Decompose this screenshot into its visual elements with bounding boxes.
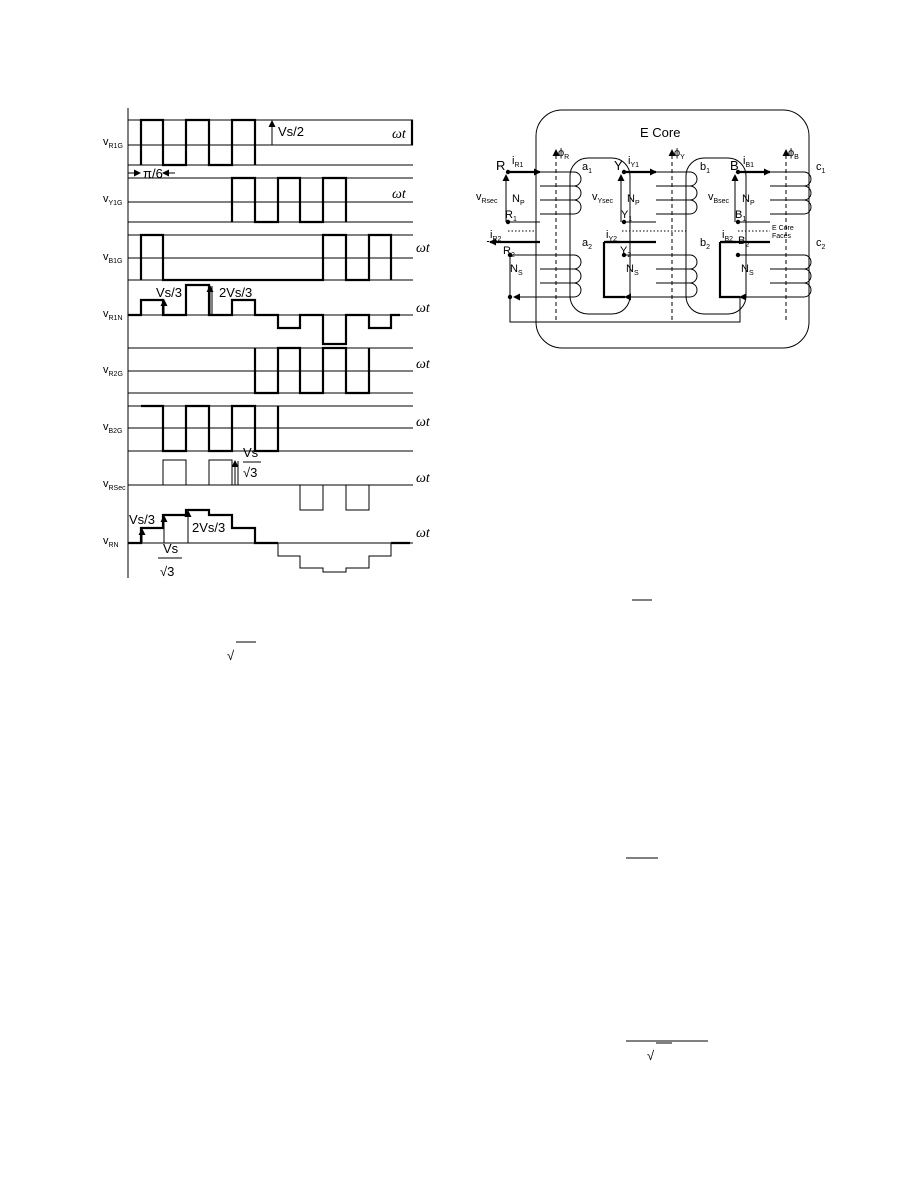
page-fragments: √ √ <box>227 599 708 1063</box>
core-faces-label-2: Faces <box>772 233 792 240</box>
waveform-row-vY1G: ωt vY1G <box>103 176 413 224</box>
terminal-R2: R2 <box>503 245 515 259</box>
annotation-sqrt3-rn: √3 <box>160 564 174 579</box>
annotation-two-vs-third-rn: 2Vs/3 <box>192 520 225 535</box>
annotation-pi-six: π/6 <box>143 166 163 181</box>
signal-label-vR1G: vR1G <box>103 136 123 150</box>
terminal-Y: Y <box>614 158 623 173</box>
terminal-Y2: Y2 <box>620 245 631 259</box>
signal-label-vB2G: vB2G <box>103 421 123 435</box>
terminal-B2: B2 <box>738 235 749 249</box>
core-window-left <box>569 157 631 315</box>
omega-t-label: ωt <box>416 526 431 541</box>
voltage-vYsec: vYsec <box>592 191 614 205</box>
signal-label-vRN: vRN <box>103 535 119 549</box>
omega-t-label: ωt <box>392 187 407 202</box>
omega-t-label: ωt <box>416 471 431 486</box>
annotation-two-vs-third: 2Vs/3 <box>219 285 252 300</box>
turns-NS-Y: NS <box>626 263 639 277</box>
voltage-vBsec: vBsec <box>708 191 730 205</box>
turns-NS-B: NS <box>741 263 754 277</box>
current-iB2: iB2 <box>722 229 733 243</box>
annotation-vs-third: Vs/3 <box>156 285 182 300</box>
signal-label-vR2G: vR2G <box>103 364 123 378</box>
sqrt-fragment-1: √ <box>227 648 235 663</box>
waveform-row-vR1N: Vs/3 2Vs/3 ωt vR1N <box>103 283 431 346</box>
current-iR1: iR1 <box>512 155 524 169</box>
signal-label-vR1N: vR1N <box>103 308 123 322</box>
annotation-vs-half: Vs/2 <box>278 124 304 139</box>
winding-b1: b1 <box>700 161 710 175</box>
omega-t-label: ωt <box>416 241 431 256</box>
omega-t-label: ωt <box>416 415 431 430</box>
annotation-vs-third-rn: Vs/3 <box>129 512 155 527</box>
turns-NS-R: NS <box>510 263 523 277</box>
omega-t-label: ωt <box>416 301 431 316</box>
current-iB1: iB1 <box>743 155 754 169</box>
omega-t-label: ωt <box>392 127 407 142</box>
core-faces-label-1: E Core <box>772 225 794 232</box>
waveform-row-vRSec: Vs √3 ωt vRSec <box>103 445 431 511</box>
waveform-figure: Vs/2 ωt vR1G π/6 ωt vY1G ωt vB1G <box>103 108 431 579</box>
winding-c1: c1 <box>816 161 826 175</box>
current-iR2: iR2 <box>490 229 502 243</box>
sqrt-fragment-2: √ <box>647 1048 655 1063</box>
waveform-row-vR2G: ωt vR2G <box>103 346 431 395</box>
omega-t-label: ωt <box>416 357 431 372</box>
core-window-right <box>685 157 747 315</box>
terminal-B: B <box>730 158 739 173</box>
waveform-row-vR1G: Vs/2 ωt vR1G π/6 <box>103 118 414 181</box>
e-core-title: E Core <box>640 125 680 140</box>
flux-label-R: ϕR <box>558 147 569 161</box>
current-iY2: iY2 <box>606 229 617 243</box>
end-Y1: Y1 <box>621 209 632 223</box>
signal-label-vY1G: vY1G <box>103 193 123 207</box>
end-R1: R1 <box>505 209 517 223</box>
end-B1: B1 <box>735 209 746 223</box>
annotation-sqrt3: √3 <box>243 465 257 480</box>
annotation-vs-rn: Vs <box>163 541 179 556</box>
signal-label-vB1G: vB1G <box>103 251 123 265</box>
winding-a2: a2 <box>582 237 592 251</box>
voltage-vRsec: vRsec <box>476 191 498 205</box>
winding-c2: c2 <box>816 237 826 251</box>
primary-coils <box>540 171 812 215</box>
turns-NP-B: NP <box>742 193 755 207</box>
e-core-outline <box>535 109 810 349</box>
waveform-row-vRN: Vs/3 2Vs/3 Vs √3 ωt vRN <box>103 508 431 579</box>
winding-b2: b2 <box>700 237 710 251</box>
flux-label-B: ϕB <box>788 147 799 161</box>
waveform-row-vB1G: ωt vB1G <box>103 233 431 282</box>
transformer-figure: E Core ϕR ϕY ϕB <box>476 109 826 349</box>
turns-NP-R: NP <box>512 193 525 207</box>
terminal-R: R <box>496 158 505 173</box>
winding-a1: a1 <box>582 161 592 175</box>
waveform-row-vB2G: ωt vB2G <box>103 404 431 453</box>
signal-label-vRSec: vRSec <box>103 478 126 492</box>
flux-label-Y: ϕY <box>674 147 685 161</box>
current-iY1: iY1 <box>628 155 639 169</box>
secondary-coils <box>540 254 812 298</box>
annotation-vs: Vs <box>243 445 259 460</box>
turns-NP-Y: NP <box>627 193 640 207</box>
